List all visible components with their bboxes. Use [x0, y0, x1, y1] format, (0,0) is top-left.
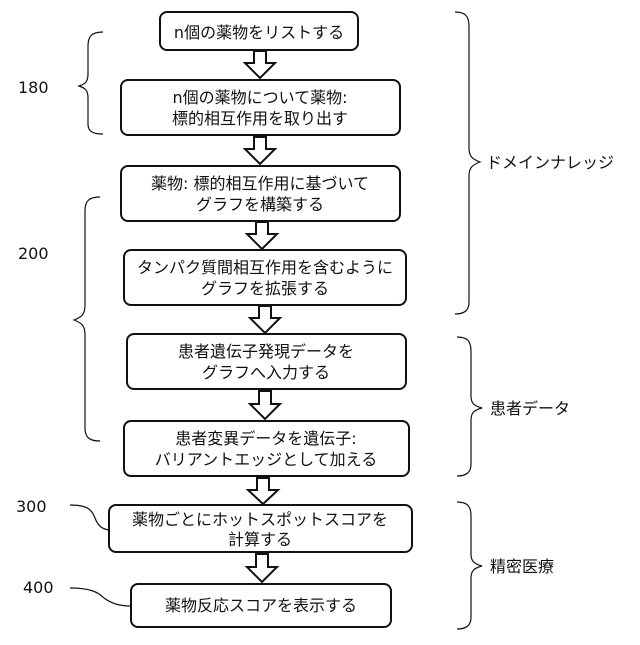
- step-6: 患者変異データを遺伝子: バリアントエッジとして加える: [124, 421, 409, 476]
- arrow-1-2: [245, 51, 275, 78]
- arrow-5-6: [250, 391, 280, 419]
- arrow-7-8: [247, 554, 277, 582]
- ref-200: 200: [18, 244, 49, 263]
- arrow-3-4: [247, 222, 277, 249]
- step-8: 薬物反応スコアを表示する: [131, 584, 391, 627]
- step-3-line-1: 薬物: 標的相互作用に基づいて: [151, 174, 369, 193]
- arrow-2-3: [245, 137, 275, 164]
- brace-180: [79, 32, 103, 134]
- brace-precision-medicine: [457, 502, 482, 629]
- step-5: 患者遺伝子発現データを グラフへ入力する: [127, 334, 406, 389]
- step-2-line-1: n個の薬物について薬物:: [172, 88, 347, 107]
- step-1-text: n個の薬物をリストする: [174, 23, 344, 42]
- arrow-4-5: [250, 306, 280, 333]
- ref-400: 400: [23, 578, 54, 597]
- step-5-line-1: 患者遺伝子発現データを: [178, 342, 354, 361]
- step-4-line-2: グラフを拡張する: [201, 279, 329, 298]
- category-precision-medicine: 精密医療: [490, 557, 554, 576]
- step-3: 薬物: 標的相互作用に基づいて グラフを構築する: [121, 166, 400, 221]
- step-2-line-2: 標的相互作用を取り出す: [172, 109, 348, 128]
- step-3-line-2: グラフを構築する: [196, 195, 324, 214]
- step-1: n個の薬物をリストする: [160, 12, 358, 50]
- step-7-line-2: 計算する: [228, 530, 292, 549]
- step-7-line-1: 薬物ごとにホットスポットスコアを: [132, 510, 388, 529]
- brace-200: [74, 197, 100, 441]
- leader-400: [70, 588, 130, 606]
- step-8-text: 薬物反応スコアを表示する: [165, 596, 357, 615]
- ref-300: 300: [16, 497, 47, 516]
- step-5-line-2: グラフへ入力する: [202, 363, 330, 382]
- arrow-6-7: [248, 478, 278, 504]
- leader-300: [70, 505, 109, 530]
- step-7: 薬物ごとにホットスポットスコアを 計算する: [109, 505, 412, 552]
- step-6-line-1: 患者変異データを遺伝子:: [175, 429, 356, 448]
- category-patient-data: 患者データ: [490, 399, 570, 418]
- category-domain-knowledge: ドメインナレッジ: [486, 153, 614, 172]
- step-4-line-1: タンパク質間相互作用を含むように: [137, 258, 393, 277]
- step-6-line-2: バリアントエッジとして加える: [155, 450, 377, 469]
- brace-patient-data: [457, 337, 482, 476]
- step-2: n個の薬物について薬物: 標的相互作用を取り出す: [121, 80, 400, 135]
- ref-180: 180: [18, 78, 49, 97]
- brace-domain-knowledge: [455, 12, 480, 314]
- step-4: タンパク質間相互作用を含むように グラフを拡張する: [124, 250, 406, 305]
